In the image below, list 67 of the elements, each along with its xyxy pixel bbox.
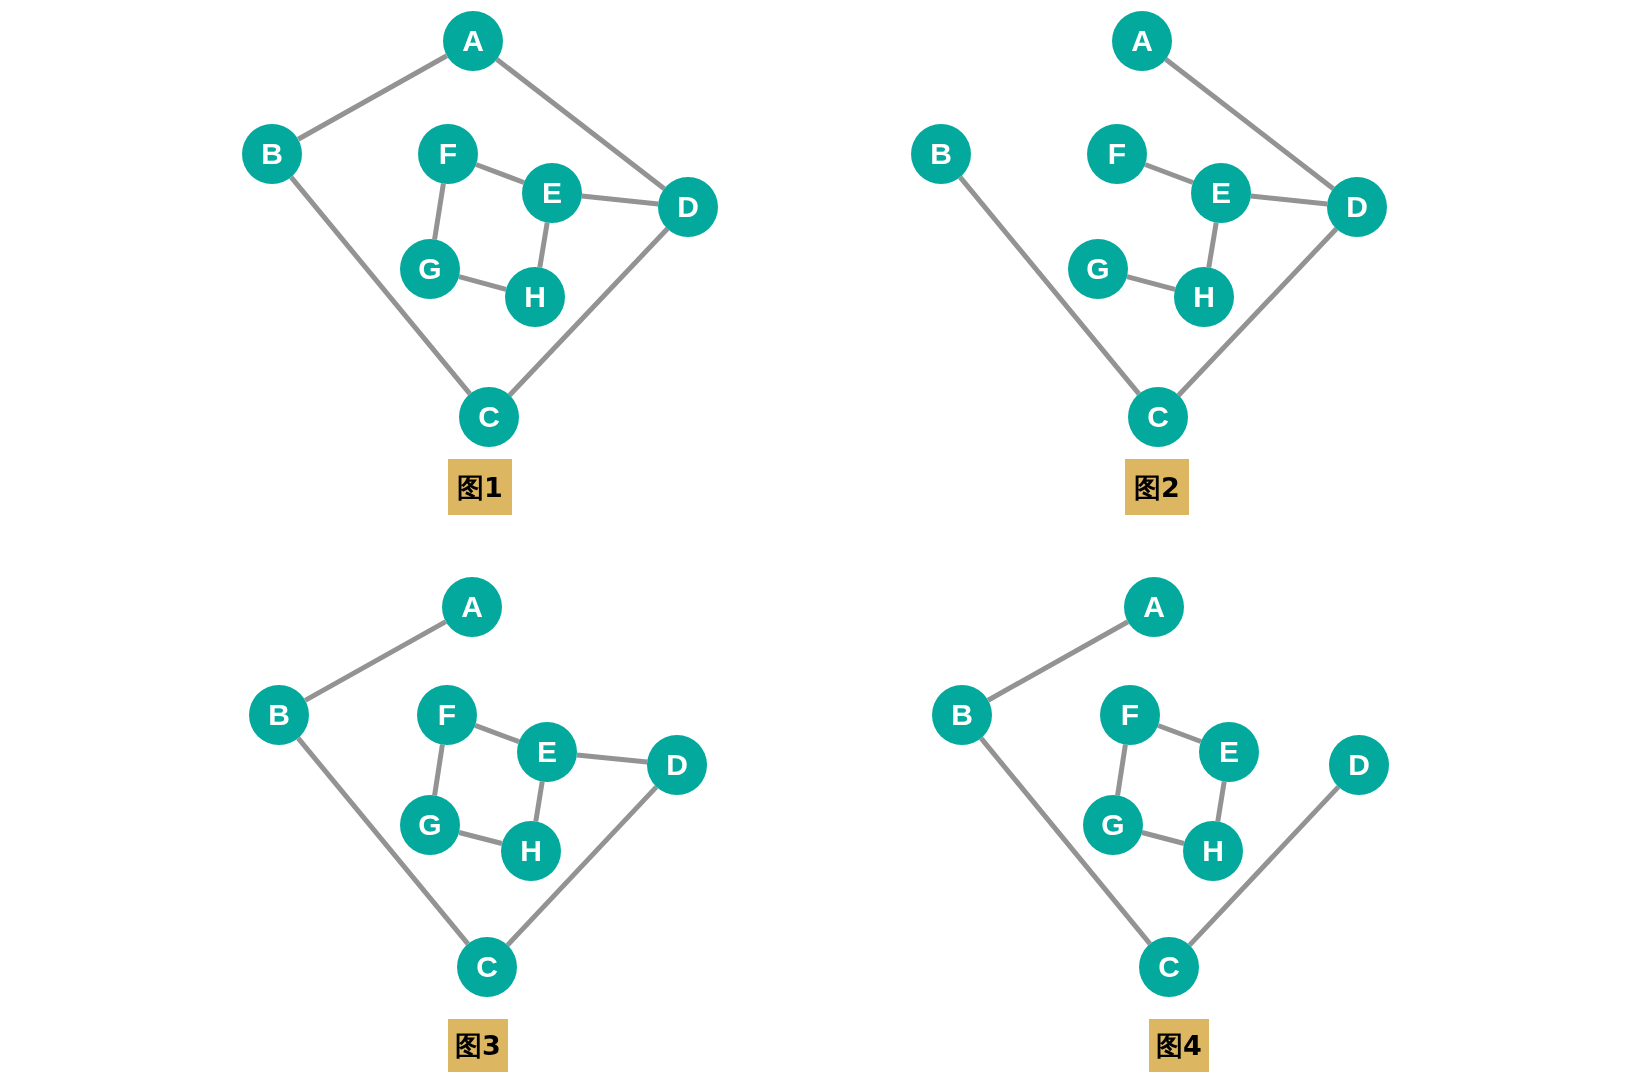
edge-line: [432, 744, 445, 796]
edge-line: [581, 193, 659, 207]
figure-tag: 图1: [448, 459, 512, 515]
vertex-circle: B: [911, 124, 971, 184]
edge-line: [1164, 57, 1335, 191]
vertex-circle: C: [1139, 937, 1199, 997]
vertex-circle: D: [647, 735, 707, 795]
edge-line: [1144, 162, 1194, 185]
vertex-circle: A: [1124, 577, 1184, 637]
vertex-circle: A: [442, 577, 502, 637]
vertex-circle: D: [658, 177, 718, 237]
edge-line: [458, 830, 503, 846]
vertex-circle: H: [501, 821, 561, 881]
vertex-circle: F: [417, 685, 477, 745]
edge-line: [958, 175, 1141, 396]
vertex-circle: G: [400, 239, 460, 299]
vertex-circle: A: [1112, 11, 1172, 71]
edge-line: [475, 162, 525, 185]
vertex-circle: F: [418, 124, 478, 184]
figure-tag: 图4: [1149, 1018, 1209, 1072]
edge-line: [296, 736, 470, 946]
vertex-circle: H: [1174, 267, 1234, 327]
vertex-circle: F: [1100, 685, 1160, 745]
edge-line: [1206, 222, 1219, 268]
edge-line: [507, 227, 670, 397]
edge-line: [296, 53, 449, 142]
vertex-circle: A: [443, 11, 503, 71]
edge-line: [979, 736, 1152, 946]
edge-line: [1115, 744, 1128, 796]
vertex-circle: E: [517, 722, 577, 782]
edge-line: [1176, 227, 1339, 397]
edge-line: [1187, 785, 1341, 947]
vertex-circle: F: [1087, 124, 1147, 184]
edge-line: [986, 619, 1130, 703]
edge-line: [474, 723, 520, 744]
edge-line: [537, 222, 550, 268]
edge-line: [1215, 781, 1227, 822]
edge-line: [458, 274, 507, 292]
vertex-circle: G: [400, 795, 460, 855]
edge-line: [576, 752, 648, 765]
vertex-circle: E: [1191, 163, 1251, 223]
edge-line: [505, 785, 659, 947]
vertex-circle: B: [242, 124, 302, 184]
edge-line: [1250, 193, 1328, 207]
edge-line: [1141, 830, 1185, 846]
vertex-circle: C: [1128, 387, 1188, 447]
edge-line: [495, 57, 666, 191]
edge-line: [289, 175, 472, 396]
vertex-circle: C: [457, 937, 517, 997]
edge-line: [533, 781, 545, 822]
vertex-circle: E: [522, 163, 582, 223]
edge-line: [432, 183, 446, 240]
vertex-circle: B: [932, 685, 992, 745]
edge-line: [303, 619, 448, 703]
vertex-circle: E: [1199, 722, 1259, 782]
vertex-circle: C: [459, 387, 519, 447]
edge-line: [1157, 723, 1202, 744]
vertex-circle: B: [249, 685, 309, 745]
vertex-circle: G: [1083, 795, 1143, 855]
vertex-circle: D: [1327, 177, 1387, 237]
vertex-circle: D: [1329, 735, 1389, 795]
vertex-circle: H: [1183, 821, 1243, 881]
edge-line: [1126, 274, 1176, 292]
vertex-circle: G: [1068, 239, 1128, 299]
vertex-circle: H: [505, 267, 565, 327]
figure-tag: 图2: [1125, 459, 1189, 515]
figure-tag: 图3: [448, 1018, 508, 1072]
